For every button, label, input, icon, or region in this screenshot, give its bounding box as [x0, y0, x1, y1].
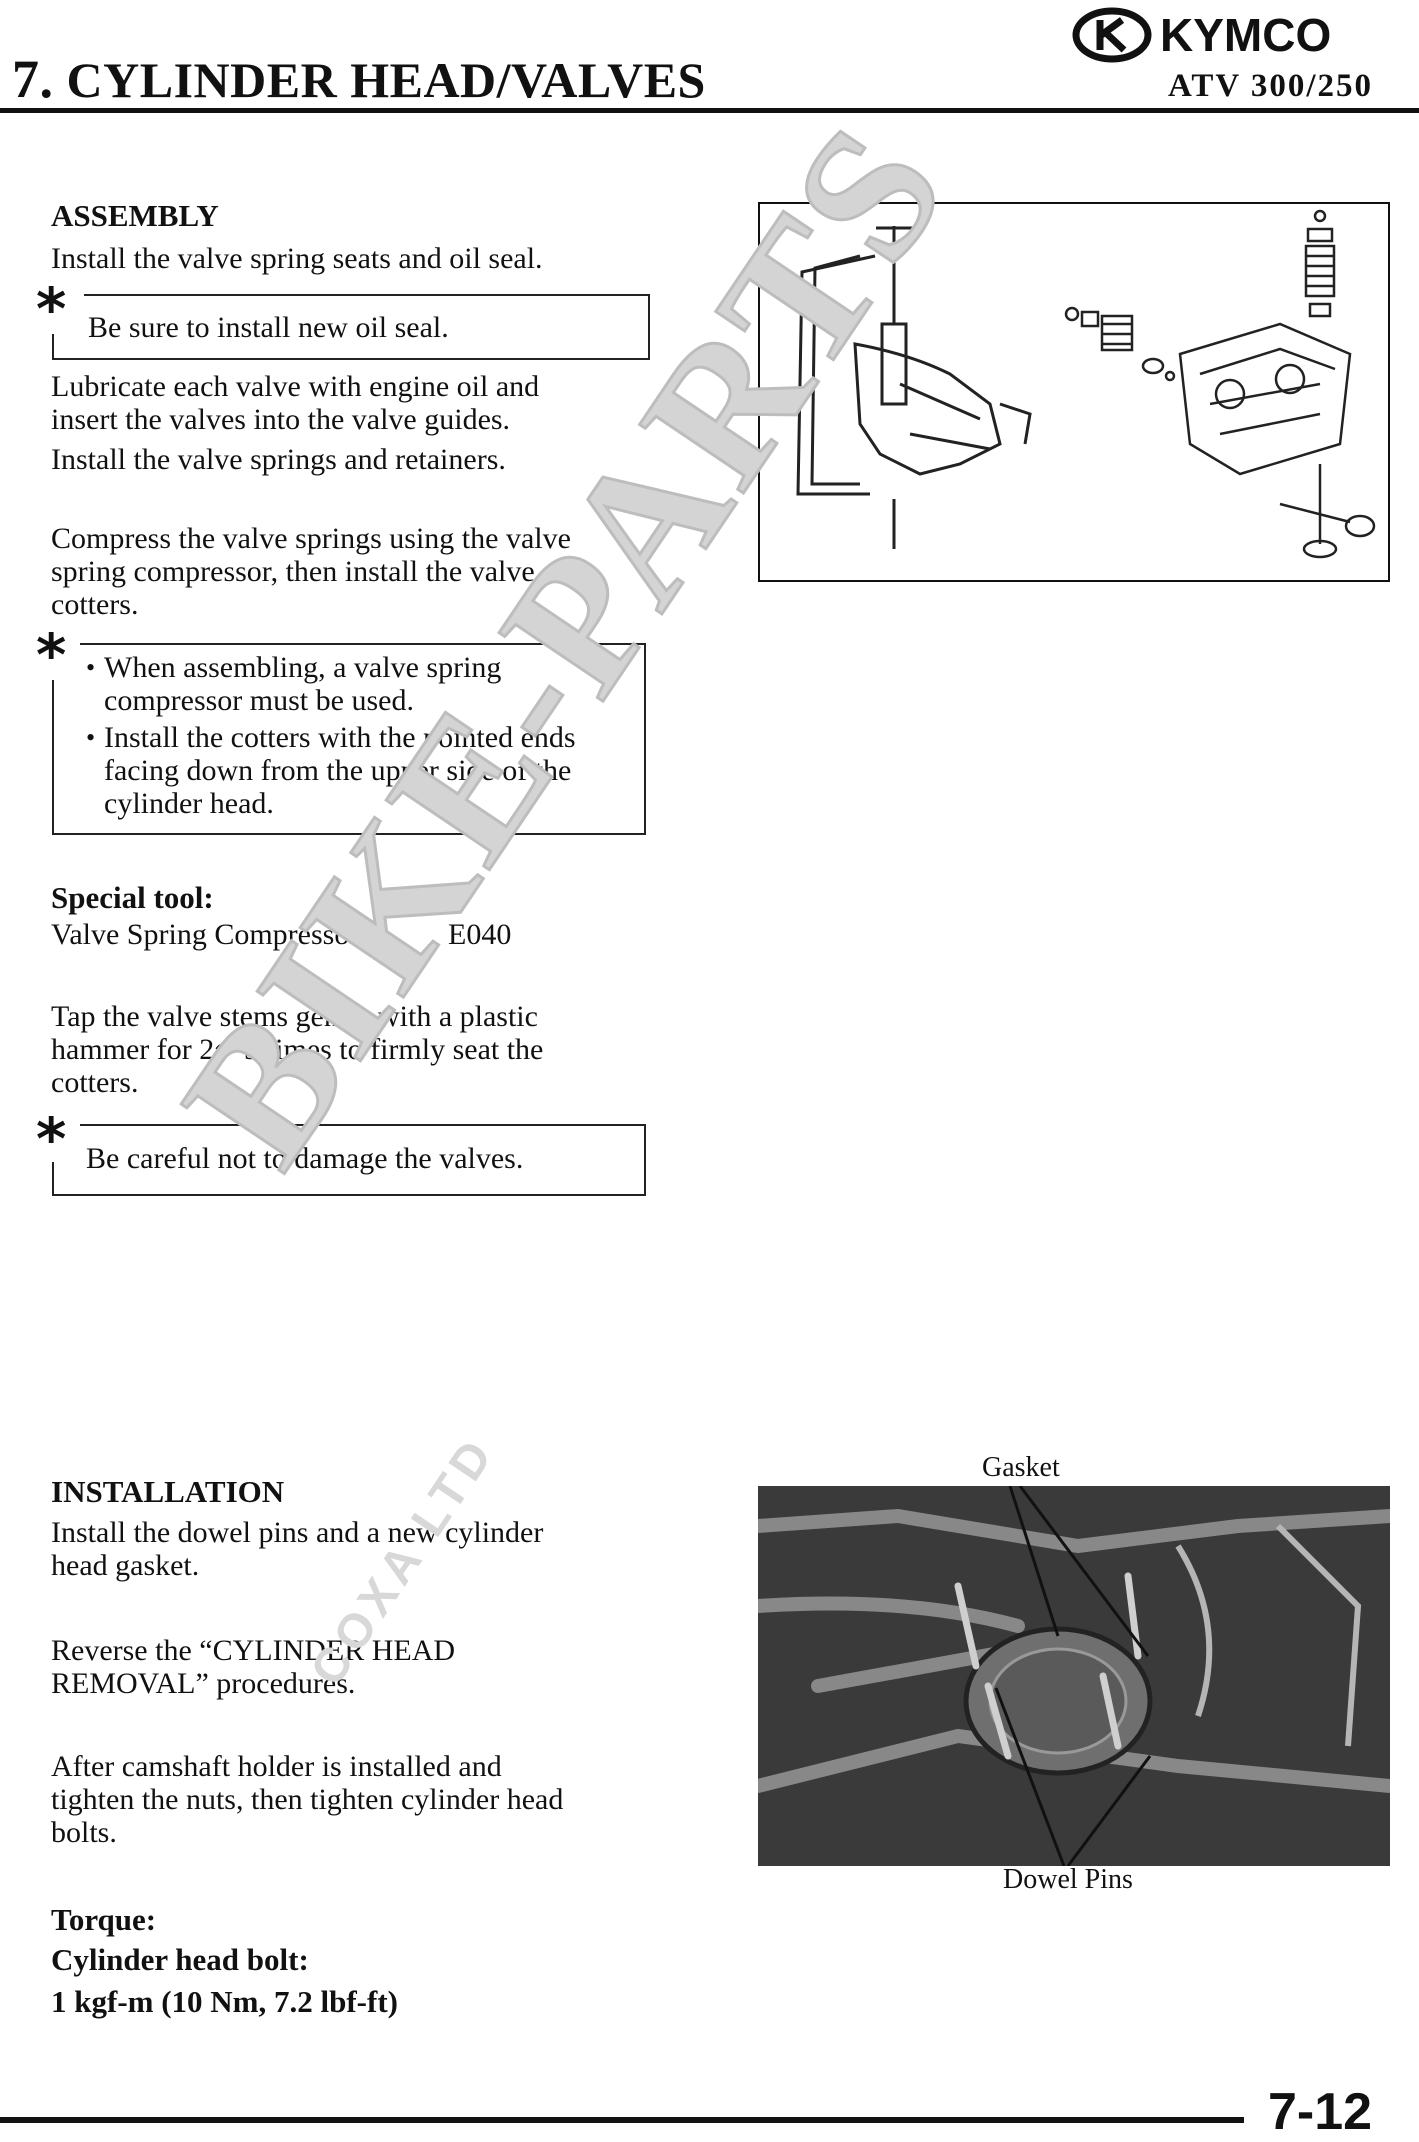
assembly-p5-line3: cotters.	[51, 1066, 139, 1099]
installation-p2-line2: REMOVAL” procedures.	[51, 1667, 356, 1700]
installation-p2-line1: Reverse the “CYLINDER HEAD	[51, 1634, 456, 1667]
note-box-3	[80, 1124, 646, 1196]
note-bracket-1	[52, 334, 88, 360]
installation-p3: After camshaft holder is installed and t…	[51, 1750, 563, 1849]
assembly-p5-line1: Tap the valve stems gently with a plasti…	[51, 1000, 538, 1033]
installation-p3-line2: tighten the nuts, then tighten cylinder …	[51, 1783, 564, 1816]
note-3-text: Be careful not to damage the valves.	[86, 1142, 524, 1175]
assembly-p1: Install the valve spring seats and oil s…	[51, 242, 543, 275]
brand-wordmark: KYMCO	[1160, 9, 1331, 61]
chapter-number: 7.	[12, 49, 54, 109]
note-2-bullet-1-line2: compressor must be used.	[104, 684, 414, 717]
caution-asterisk-1: *	[36, 275, 67, 343]
page-number: 7-12	[1268, 2083, 1373, 2141]
assembly-p2: Lubricate each valve with engine oil and…	[51, 370, 539, 436]
dowel-pins-label: Dowel Pins	[1003, 1864, 1133, 1895]
special-tool-heading: Special tool:	[51, 880, 214, 915]
assembly-p4: Compress the valve springs using the val…	[51, 522, 571, 621]
footer-rule	[0, 2117, 1244, 2123]
kymco-logo: KYMCO	[1072, 7, 1331, 63]
assembly-heading: ASSEMBLY	[51, 198, 219, 233]
note-2-bullet-2-line3: cylinder head.	[104, 787, 274, 820]
chapter-title-text: CYLINDER HEAD/VALVES	[66, 52, 706, 108]
note-2-bullet-2: • Install the cotters with the pointed e…	[86, 721, 646, 820]
note-2-list: • When assembling, a valve spring compre…	[86, 651, 646, 820]
installation-p3-line1: After camshaft holder is installed and	[51, 1750, 502, 1783]
valve-compressor-illustration	[796, 209, 1376, 559]
note-bracket-2	[52, 680, 84, 835]
note-box-1	[84, 294, 650, 360]
gasket-label: Gasket	[982, 1452, 1060, 1483]
installation-heading: INSTALLATION	[51, 1474, 285, 1509]
installation-photo	[751, 1485, 1397, 1867]
torque-value: 1 kgf-m (10 Nm, 7.2 lbf-ft)	[51, 1984, 398, 2019]
installation-p1-line1: Install the dowel pins and a new cylinde…	[51, 1516, 544, 1549]
note-bracket-3	[52, 1162, 84, 1196]
note-2-bullet-1: • When assembling, a valve spring compre…	[86, 651, 646, 717]
assembly-p2-line2: insert the valves into the valve guides.	[51, 403, 511, 436]
engine-photo-illustration	[751, 1485, 1397, 1867]
special-tool-name: Valve Spring Compressor	[51, 918, 360, 951]
assembly-p4-line2: spring compressor, then install the valv…	[51, 555, 535, 588]
bullet-icon: •	[86, 723, 96, 752]
note-1-text: Be sure to install new oil seal.	[88, 311, 449, 344]
assembly-p4-line1: Compress the valve springs using the val…	[51, 522, 571, 555]
valve-assembly-figure	[758, 202, 1390, 582]
caution-asterisk-2: *	[36, 621, 67, 689]
assembly-p5-line2: hammer for 2～3 times to firmly seat the	[51, 1033, 544, 1066]
model-label: ATV 300/250	[1168, 68, 1374, 104]
torque-item: Cylinder head bolt:	[51, 1942, 309, 1977]
bullet-icon: •	[86, 653, 96, 682]
installation-p2: Reverse the “CYLINDER HEAD REMOVAL” proc…	[51, 1634, 455, 1700]
assembly-p4-line3: cotters.	[51, 588, 139, 621]
torque-heading: Torque:	[51, 1902, 157, 1937]
chapter-title: 7. CYLINDER HEAD/VALVES	[12, 48, 706, 110]
header-rule	[0, 108, 1419, 113]
note-box-2	[80, 643, 646, 835]
installation-p1-line2: head gasket.	[51, 1549, 200, 1582]
note-2-bullet-2-line2: facing down from the upper side of the	[104, 754, 572, 787]
note-2-bullet-1-line1: When assembling, a valve spring	[104, 651, 502, 684]
assembly-p3: Install the valve springs and retainers.	[51, 443, 506, 476]
caution-asterisk-3: *	[36, 1105, 67, 1173]
assembly-p2-line1: Lubricate each valve with engine oil and	[51, 370, 540, 403]
installation-p1: Install the dowel pins and a new cylinde…	[51, 1516, 543, 1582]
note-2-bullet-2-line1: Install the cotters with the pointed end…	[104, 721, 576, 754]
special-tool-code: E040	[448, 918, 512, 951]
assembly-p5: Tap the valve stems gently with a plasti…	[51, 1000, 543, 1099]
installation-p3-line3: bolts.	[51, 1816, 117, 1849]
